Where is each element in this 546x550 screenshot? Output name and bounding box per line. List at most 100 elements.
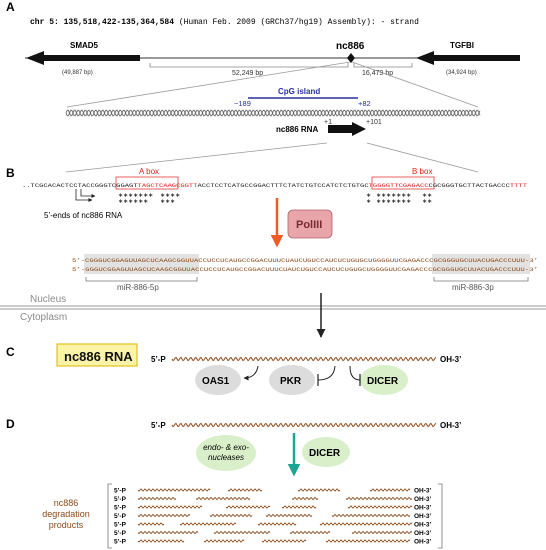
- seq-middle: ACCTCCTCATGCCGGACTTTCTATCTGTCCATCTCTGTGC: [197, 183, 368, 189]
- rna2-three: -3’: [525, 267, 538, 273]
- five-ends-label: 5’-ends of nc886 RNA: [44, 211, 123, 220]
- seq-downstream: CGCGGGTGCTTACTGACCC: [429, 183, 510, 189]
- oas1-activation-arc: [243, 365, 259, 381]
- nc886-rna-title-box: [56, 343, 138, 367]
- nc886-locus-label: nc886: [336, 41, 365, 52]
- rna2-five: 5’-: [72, 267, 85, 273]
- product-fragment: [297, 488, 341, 492]
- pkr-label: PKR: [280, 376, 302, 387]
- position-end: +101: [366, 119, 382, 126]
- stars-a2: ∗∗∗∗: [160, 193, 180, 199]
- product-fragment: [331, 513, 411, 518]
- b-box-label: B box: [412, 167, 432, 176]
- product-five-p: 5’-P: [114, 522, 127, 529]
- cpg-start: −189: [234, 99, 251, 108]
- product-fragment: [179, 522, 237, 526]
- pkr-inhibition-arc: [317, 365, 336, 381]
- product-oh3: OH-3’: [414, 522, 432, 529]
- mir-5p-label: miR-886-5p: [117, 283, 159, 292]
- dicer-label-d: DICER: [309, 448, 341, 459]
- dicer-bubble-d: [302, 437, 350, 467]
- product-fragment: [203, 539, 245, 543]
- position-start: +1: [324, 119, 332, 126]
- stars-b3: ∗∗: [422, 193, 432, 199]
- product-oh3: OH-3’: [414, 496, 432, 503]
- zoom-line-a-right: [351, 61, 479, 108]
- product-fragment: [281, 505, 317, 509]
- product-fragment: [213, 530, 271, 535]
- nucleus-label: Nucleus: [30, 294, 66, 305]
- product-oh3: OH-3’: [414, 539, 432, 546]
- product-oh3: OH-3’: [414, 530, 432, 537]
- nc886-rna-label-a: nc886 RNA: [276, 125, 318, 134]
- pkr-bubble: [269, 365, 315, 395]
- seq-terminator: TTTT: [510, 183, 527, 189]
- distance-bracket-right: [353, 63, 413, 68]
- genomic-coordinates: chr 5: 135,518,422-135,364,584 (Human Fe…: [30, 18, 419, 27]
- stars-a1: ∗∗∗∗∗∗∗: [118, 193, 153, 199]
- product-oh3: OH-3’: [414, 488, 432, 495]
- distance-right: 16,479 bp: [362, 70, 393, 77]
- smad5-gene-arrow: [26, 51, 140, 65]
- stars-b1: ∗: [366, 193, 371, 199]
- a-box-frame: [115, 176, 179, 190]
- product-five-p: 5’-P: [114, 505, 127, 512]
- nucleases-label-1: endo- & exo-: [203, 443, 249, 452]
- five-end-arrow-1: [75, 189, 93, 202]
- c-rna-wave: [171, 356, 437, 362]
- zoom-line-b-right: [366, 142, 479, 173]
- mir-5p-shade: [84, 254, 199, 274]
- d-five-p: 5’-P: [151, 421, 166, 430]
- dna-double-helix-strand-2: [65, 109, 481, 117]
- product-five-p: 5’-P: [114, 539, 127, 546]
- zoom-line-a-left: [66, 61, 351, 108]
- product-five-p: 5’-P: [114, 496, 127, 503]
- seq-g-region: GGGTCGGAGT: [95, 183, 138, 189]
- product-five-p: 5’-P: [114, 513, 127, 520]
- seq-b-box: TGGGGTTCGAGACC: [369, 183, 429, 189]
- a-box-label: A box: [139, 167, 159, 176]
- coord-bold: chr 5: 135,518,422-135,364,584: [30, 18, 174, 27]
- seq-a-box: TAGCTCAAGCGGTT: [138, 183, 198, 189]
- product-fragment: [347, 505, 413, 509]
- mir-3p-label: miR-886-3p: [452, 283, 494, 292]
- rna1-middle: UACCUCCUCAUGCCGGACUUUCUAUCUGUCCAUCUCUGUG…: [190, 258, 430, 264]
- products-bracket-left: [107, 483, 112, 549]
- dna-double-helix-strand-1: [65, 109, 481, 117]
- product-fragment: [257, 522, 297, 526]
- rna2-mir3p: CGCGGGUGCUUACUGACCCUUU: [428, 267, 525, 273]
- c-oh3: OH-3’: [440, 355, 461, 364]
- stars-row2-e: ∗∗: [422, 199, 432, 205]
- product-fragment: [195, 496, 251, 501]
- tgfbi-gene-arrow: [416, 51, 520, 65]
- product-fragment: [261, 539, 307, 543]
- product-fragment: [291, 496, 319, 501]
- product-fragment: [137, 496, 177, 501]
- panel-label-c: C: [6, 345, 15, 359]
- product-oh3: OH-3’: [414, 513, 432, 520]
- b-box-frame: [371, 176, 435, 190]
- product-fragment: [345, 496, 413, 501]
- product-fragment: [209, 513, 253, 518]
- rna1-mir5p: CGGGUCGGAGUUAGCUCAAGCGGU: [85, 258, 190, 264]
- product-fragment: [369, 488, 411, 492]
- product-fragment: [289, 530, 331, 535]
- zoom-line-b-left: [65, 142, 328, 173]
- product-five-p: 5’-P: [114, 530, 127, 537]
- rna1-mir3p: CGCGGGUGCUUACUGACCCUUU: [429, 258, 525, 264]
- coord-rest: (Human Feb. 2009 (GRCh37/hg19) Assembly)…: [174, 18, 419, 27]
- c-five-p: 5’-P: [151, 355, 166, 364]
- tgfbi-length: (34,924 bp): [446, 70, 477, 76]
- d-oh3: OH-3’: [440, 421, 461, 430]
- product-fragment: [225, 505, 271, 509]
- tgfbi-label: TGFBI: [450, 41, 474, 50]
- stars-row2-b: ∗∗∗: [160, 199, 175, 205]
- product-fragment: [137, 530, 199, 535]
- product-fragment: [325, 539, 411, 543]
- stars-row2-a: ∗∗∗∗∗∗: [118, 199, 148, 205]
- seq-dots: ..: [22, 183, 31, 189]
- cpg-end: +82: [358, 99, 371, 108]
